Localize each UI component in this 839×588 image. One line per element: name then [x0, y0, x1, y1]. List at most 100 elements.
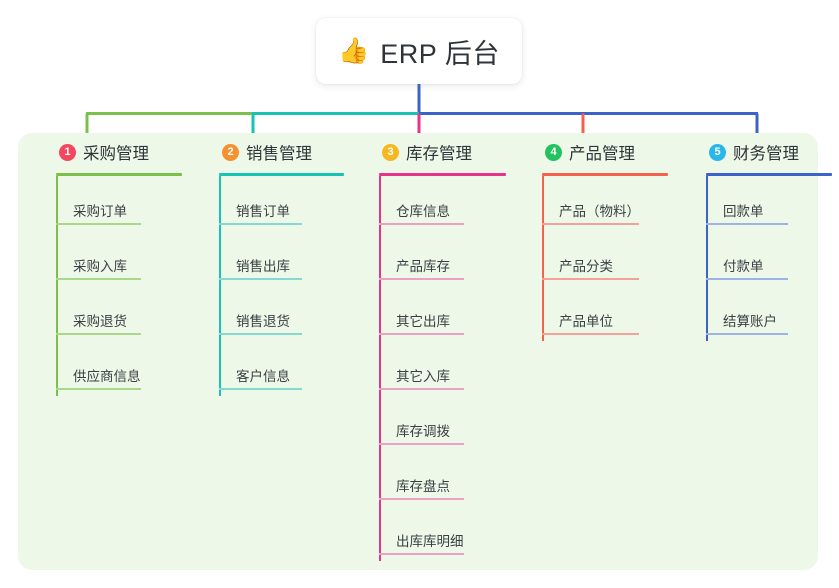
branch-item-label: 出库库明细: [396, 534, 464, 549]
branch-title: 采购管理: [83, 145, 149, 163]
branch-item-underline: [379, 223, 464, 225]
branch-columns: 1 采购管理采购订单采购入库采购退货供应商信息 2 销售管理销售订单销售出库销售退货客…: [18, 133, 832, 570]
branch-item-underline: [706, 333, 788, 335]
branch-number-badge: 2: [222, 143, 239, 161]
branch-item[interactable]: 结算账户: [690, 286, 839, 341]
branch-item-underline: [706, 278, 788, 280]
branch-item-label: 供应商信息: [73, 369, 141, 384]
branch-item-label: 客户信息: [236, 369, 290, 384]
branch-item[interactable]: 产品分类: [526, 231, 681, 286]
branch-spine: [56, 176, 58, 396]
branch-item-underline: [56, 223, 141, 225]
branch-item-underline: [379, 388, 464, 390]
branch-spine: [706, 176, 708, 341]
branch-item[interactable]: 销售出库: [203, 231, 353, 286]
branch-item-underline: [706, 223, 788, 225]
branch-item[interactable]: 供应商信息: [40, 341, 190, 396]
branch-item-label: 回款单: [723, 204, 764, 219]
branch-item[interactable]: 出库库明细: [363, 506, 518, 561]
branch-item-label: 付款单: [723, 259, 764, 274]
thumbs-up-icon: 👍: [338, 36, 370, 65]
branch-item-underline: [219, 333, 302, 335]
branch-item[interactable]: 产品（物料）: [526, 176, 681, 231]
branch-item[interactable]: 付款单: [690, 231, 839, 286]
branch-item-underline: [379, 333, 464, 335]
branch-item-label: 库存盘点: [396, 479, 450, 494]
branch-items: 回款单付款单结算账户: [690, 176, 839, 341]
branch-item-label: 结算账户: [723, 314, 777, 329]
branch-item-underline: [219, 223, 302, 225]
branch-item[interactable]: 客户信息: [203, 341, 353, 396]
root-node-content: 👍 ERP 后台: [338, 32, 500, 71]
branch-item-label: 采购订单: [73, 204, 127, 219]
branch-item-label: 其它入库: [396, 369, 450, 384]
branch-items: 仓库信息产品库存其它出库其它入库库存调拨库存盘点出库库明细: [363, 176, 518, 561]
branch-item-underline: [219, 278, 302, 280]
branch-item-label: 产品（物料）: [559, 204, 640, 219]
branch-number-badge: 3: [382, 143, 399, 161]
branch-item-label: 产品单位: [559, 314, 613, 329]
branch-title: 产品管理: [569, 145, 635, 163]
branch-number-badge: 5: [709, 143, 726, 161]
branch-item-label: 销售订单: [236, 204, 290, 219]
branch-item-underline: [542, 278, 639, 280]
branch-item-label: 其它出库: [396, 314, 450, 329]
branch-item-label: 库存调拨: [396, 424, 450, 439]
branch-item[interactable]: 采购订单: [40, 176, 190, 231]
branch-header-underline: [379, 173, 506, 176]
branch-item[interactable]: 采购入库: [40, 231, 190, 286]
branch-column-4: 4 产品管理产品（物料） 产品分类产品单位: [526, 133, 681, 341]
branch-header-underline: [542, 173, 668, 176]
branches-panel: [18, 133, 818, 570]
branch-number-badge: 1: [59, 143, 76, 161]
branch-item[interactable]: 其它入库: [363, 341, 518, 396]
root-node[interactable]: 👍 ERP 后台: [316, 18, 522, 84]
root-node-title: ERP 后台: [380, 38, 500, 69]
branch-item-underline: [379, 443, 464, 445]
branch-item-underline: [542, 223, 639, 225]
branch-item[interactable]: 销售退货: [203, 286, 353, 341]
branch-item-underline: [379, 498, 464, 500]
branch-header-underline: [56, 173, 182, 176]
branch-spine: [219, 176, 221, 396]
branch-header-2[interactable]: 2 销售管理: [203, 133, 353, 171]
branch-item[interactable]: 产品库存: [363, 231, 518, 286]
branch-header-1[interactable]: 1 采购管理: [40, 133, 190, 171]
branch-items: 销售订单销售出库销售退货客户信息: [203, 176, 353, 396]
branch-item-label: 产品分类: [559, 259, 613, 274]
branch-column-2: 2 销售管理销售订单销售出库销售退货客户信息: [203, 133, 353, 396]
branch-spine: [542, 176, 544, 341]
branch-item[interactable]: 采购退货: [40, 286, 190, 341]
branch-item-label: 销售退货: [236, 314, 290, 329]
branch-spine: [379, 176, 381, 561]
branch-item-label: 仓库信息: [396, 204, 450, 219]
branch-header-underline: [219, 173, 344, 176]
branch-item-underline: [542, 333, 639, 335]
branch-item-label: 采购入库: [73, 259, 127, 274]
branch-header-4[interactable]: 4 产品管理: [526, 133, 681, 171]
branch-item-underline: [56, 333, 141, 335]
branch-item-underline: [379, 278, 464, 280]
branch-item[interactable]: 产品单位: [526, 286, 681, 341]
branch-item-underline: [219, 388, 302, 390]
branch-item[interactable]: 库存盘点: [363, 451, 518, 506]
branch-title: 销售管理: [246, 145, 312, 163]
branch-item[interactable]: 库存调拨: [363, 396, 518, 451]
branch-item-label: 销售出库: [236, 259, 290, 274]
branch-items: 采购订单采购入库采购退货供应商信息: [40, 176, 190, 396]
branch-item-underline: [379, 553, 464, 555]
branch-items: 产品（物料） 产品分类产品单位: [526, 176, 681, 341]
branch-number-badge: 4: [545, 143, 562, 161]
branch-item-label: 采购退货: [73, 314, 127, 329]
branch-item-label: 产品库存: [396, 259, 450, 274]
branch-item[interactable]: 其它出库: [363, 286, 518, 341]
branch-item[interactable]: 销售订单: [203, 176, 353, 231]
branch-item[interactable]: 回款单: [690, 176, 839, 231]
branch-column-1: 1 采购管理采购订单采购入库采购退货供应商信息: [40, 133, 190, 396]
branch-item[interactable]: 仓库信息: [363, 176, 518, 231]
